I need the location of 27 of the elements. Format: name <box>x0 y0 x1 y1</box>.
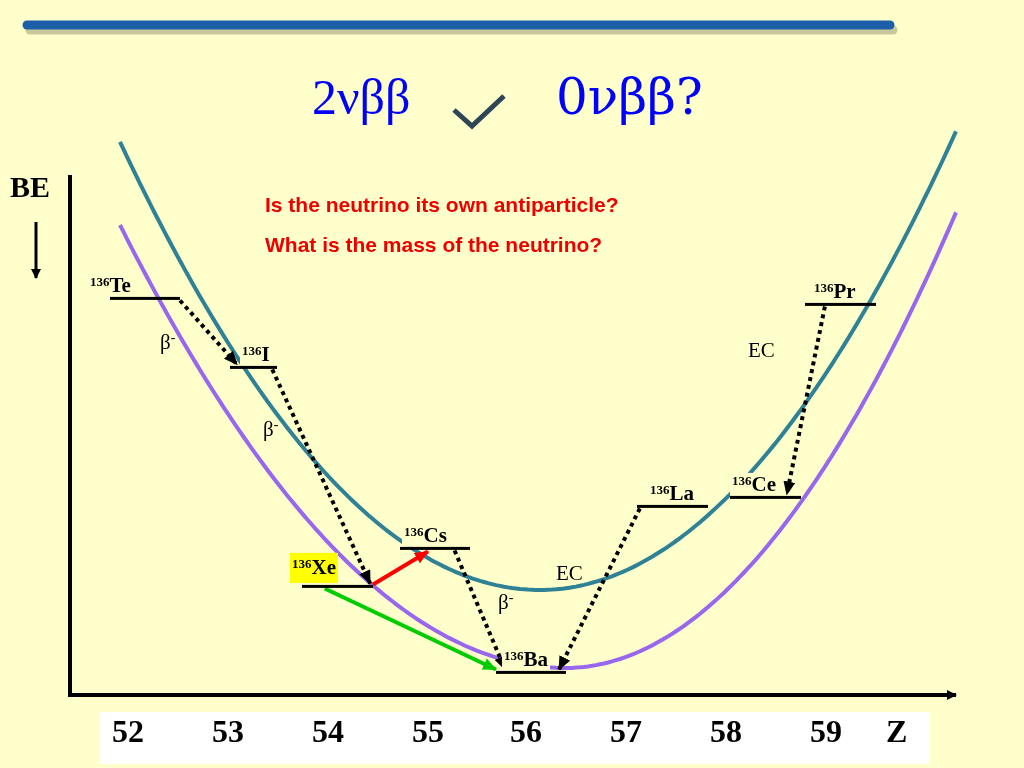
decay-arrow <box>557 507 642 671</box>
axis-title: Z <box>886 713 908 750</box>
question-text: Is the neutrino its own antiparticle? <box>265 193 619 217</box>
decay-arrow <box>178 299 239 366</box>
tick-label: 54 <box>312 713 344 750</box>
tick-label: 55 <box>412 713 444 750</box>
tick-label: 57 <box>610 713 642 750</box>
tick-label: 58 <box>710 713 742 750</box>
heading-text: 0νββ? <box>556 68 703 126</box>
tick-label: 52 <box>112 713 144 750</box>
edge-label: EC <box>748 338 775 363</box>
tick-label: 59 <box>810 713 842 750</box>
edge-label: β$^{-}$ <box>263 417 279 442</box>
question-text: What is the mass of the neutrino? <box>265 233 603 257</box>
arrow <box>371 549 430 587</box>
axis-title: BE <box>10 170 51 204</box>
nuclide-label: $^{136}$Ce <box>730 472 778 496</box>
edge-label: β$^{-}$ <box>498 590 514 615</box>
nuclide-label: $^{136}$Xe <box>290 552 338 583</box>
edge-label: EC <box>556 561 583 586</box>
heading-text: 2νββ <box>312 68 411 126</box>
decay-arrow <box>783 306 827 496</box>
tick-label: 56 <box>510 713 542 750</box>
decay-arrow <box>270 368 372 585</box>
arrow <box>323 586 497 672</box>
edge-label: β$^{-}$ <box>160 330 176 355</box>
tick-label: 53 <box>212 713 244 750</box>
